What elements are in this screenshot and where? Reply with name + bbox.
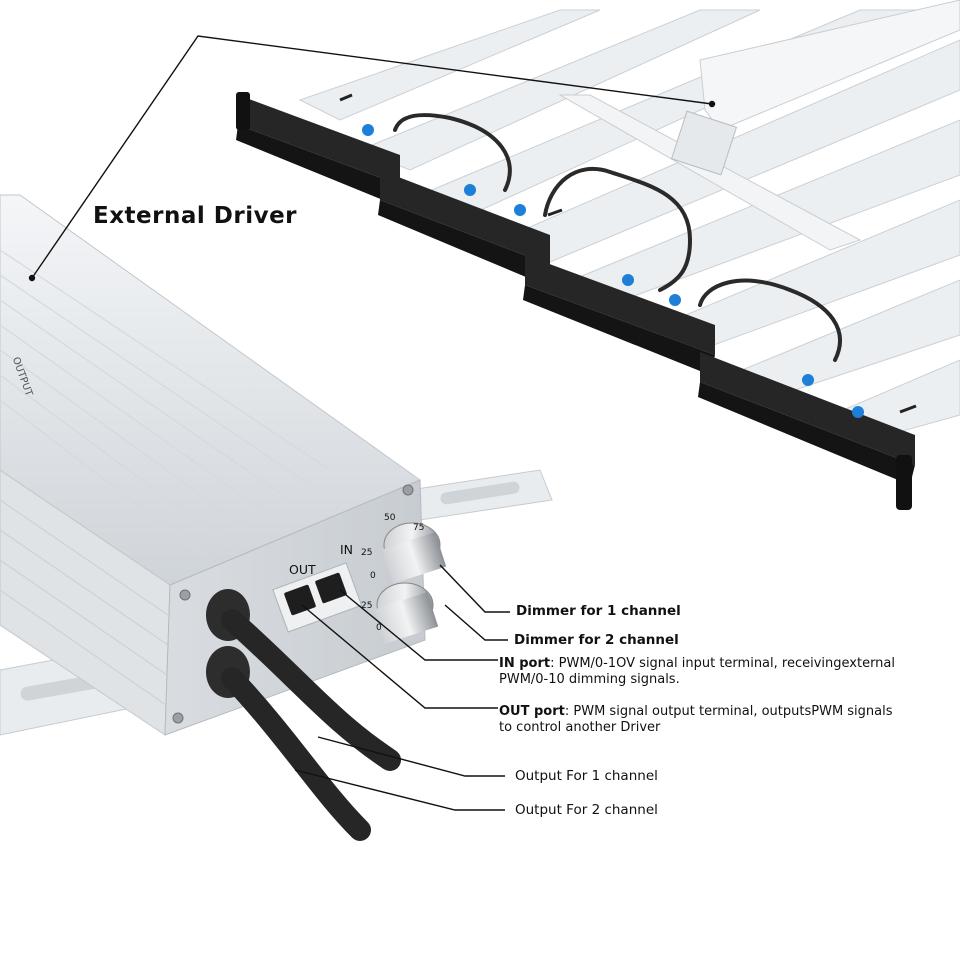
grow-light-fixture — [236, 0, 960, 510]
center-bar — [699, 0, 960, 131]
rj45-ports — [284, 572, 347, 616]
dial1-mark-25: 25 — [361, 548, 373, 558]
dial2-mark-0: 0 — [376, 623, 382, 633]
out-port-label: OUT port — [499, 704, 565, 719]
dial2-mark-25: 25 — [361, 601, 373, 611]
driver-modules — [236, 92, 915, 510]
cross-rail — [558, 94, 862, 251]
face-screws — [172, 484, 414, 724]
callout-output-1: Output For 1 channel — [515, 768, 658, 784]
diagram-title: External Driver — [93, 203, 298, 229]
dial1-mark-0: 0 — [370, 571, 376, 581]
port-label-in: IN — [340, 542, 354, 557]
daisy-chain-cables — [393, 113, 842, 362]
blue-connectors — [362, 124, 864, 418]
out-port-desc-line2: to control another Driver — [499, 720, 661, 735]
callout-in-port: IN port: PWM/0-1OV signal input terminal… — [499, 656, 895, 688]
connector-pins — [339, 93, 917, 414]
port-label-out: OUT — [289, 562, 316, 577]
out-port-desc-line1: : PWM signal output terminal, outputsPWM… — [564, 704, 893, 719]
in-port-desc-line1: : PWM/0-1OV signal input terminal, recei… — [550, 656, 896, 671]
external-driver-box — [0, 194, 553, 841]
in-port-label: IN port — [499, 656, 551, 671]
callout-output-2: Output For 2 channel — [515, 802, 658, 818]
callout-out-port: OUT port: PWM signal output terminal, ou… — [499, 704, 893, 736]
center-bracket — [670, 110, 738, 176]
output-cables — [221, 609, 401, 841]
dial1-mark-75: 75 — [413, 523, 425, 533]
callout-dimmer-2: Dimmer for 2 channel — [514, 632, 679, 648]
callout-dimmer-1: Dimmer for 1 channel — [516, 603, 681, 619]
housing-fins — [0, 249, 331, 561]
light-bars — [298, 9, 960, 441]
dial1-mark-50: 50 — [384, 513, 396, 523]
in-port-desc-line2: PWM/0-10 dimming signals. — [499, 672, 680, 687]
leader-lines — [28, 35, 716, 811]
